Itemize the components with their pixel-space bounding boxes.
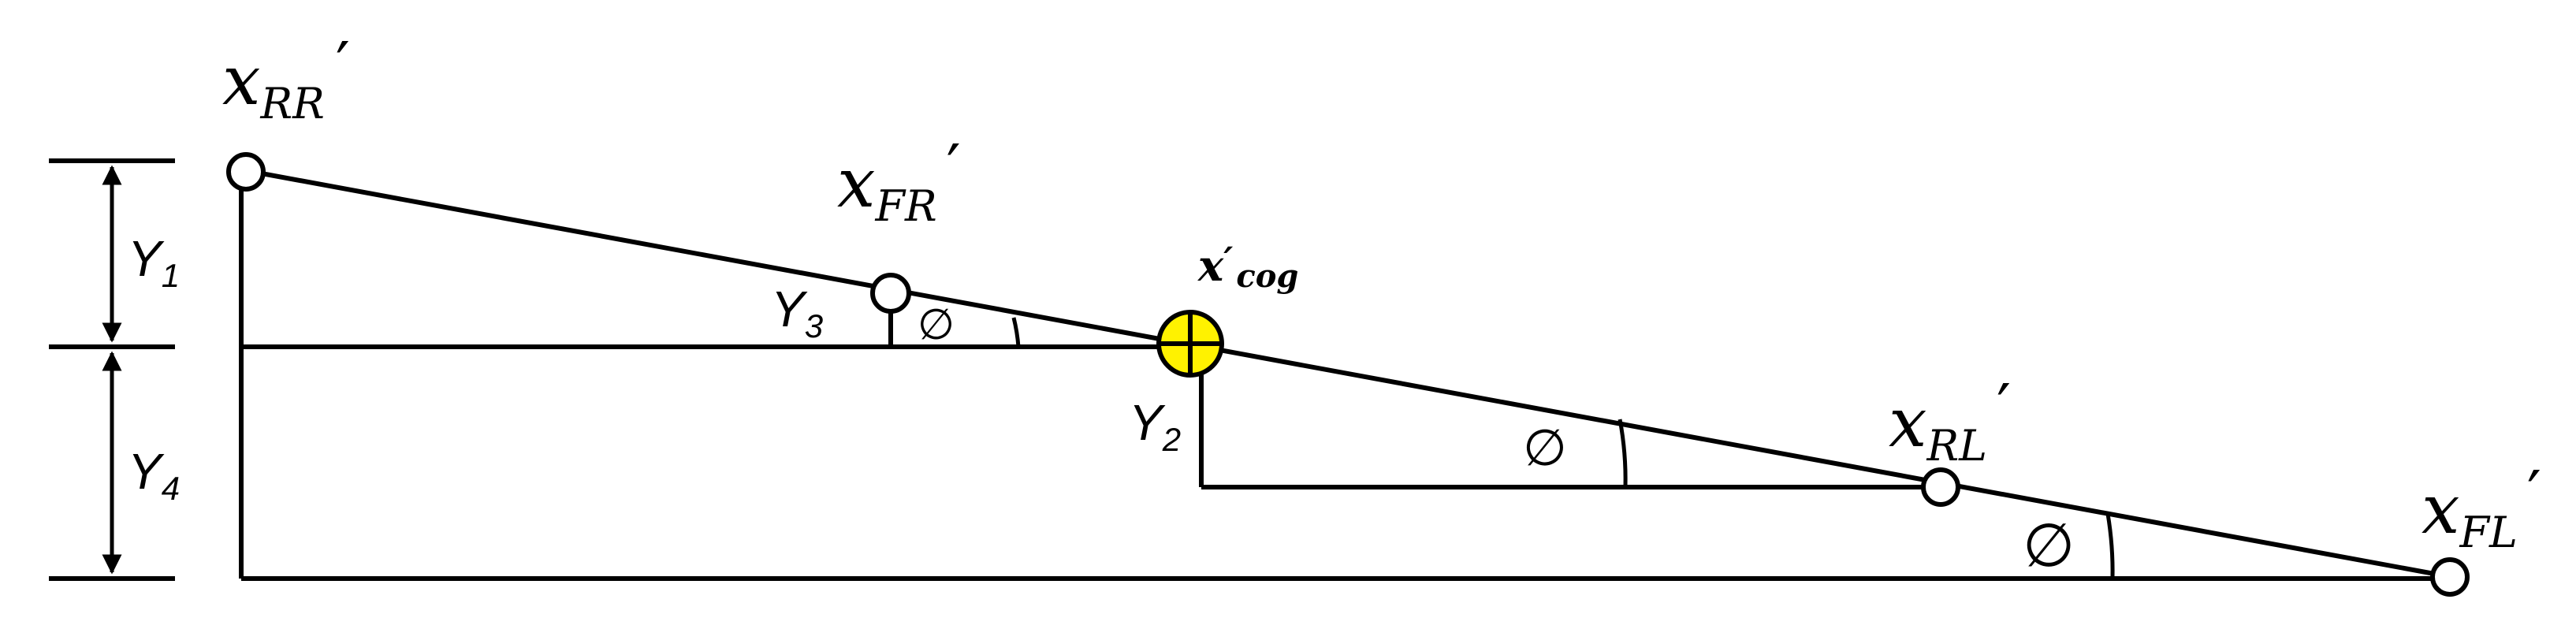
- angle-arc-upper: [1011, 317, 1021, 348]
- label-x-rl: xRL′: [1889, 370, 2011, 471]
- label-x-fl: xFL′: [2422, 457, 2541, 557]
- node-fl: [2430, 557, 2470, 597]
- angle-arc-middle: [1617, 419, 1628, 488]
- label-y3: Y3: [771, 281, 823, 344]
- label-y4: Y4: [128, 443, 180, 507]
- label-x-rr: xRR′: [222, 28, 350, 128]
- label-y2: Y2: [1129, 394, 1181, 458]
- angle-symbol-upper: ∅: [918, 300, 955, 349]
- sloped-axle-line: [244, 168, 2452, 579]
- angle-symbol-middle: ∅: [1523, 419, 1567, 478]
- label-x-cog: x′cog: [1197, 239, 1298, 295]
- node-fr: [870, 273, 911, 314]
- label-x-fr: xFR′: [837, 131, 961, 231]
- cog-symbol: [1156, 310, 1224, 378]
- label-y1: Y1: [128, 230, 180, 294]
- node-rl: [1921, 467, 1960, 507]
- angle-arc-lower: [2105, 513, 2115, 579]
- angle-symbol-lower: ∅: [2023, 510, 2075, 580]
- node-rr: [226, 152, 266, 192]
